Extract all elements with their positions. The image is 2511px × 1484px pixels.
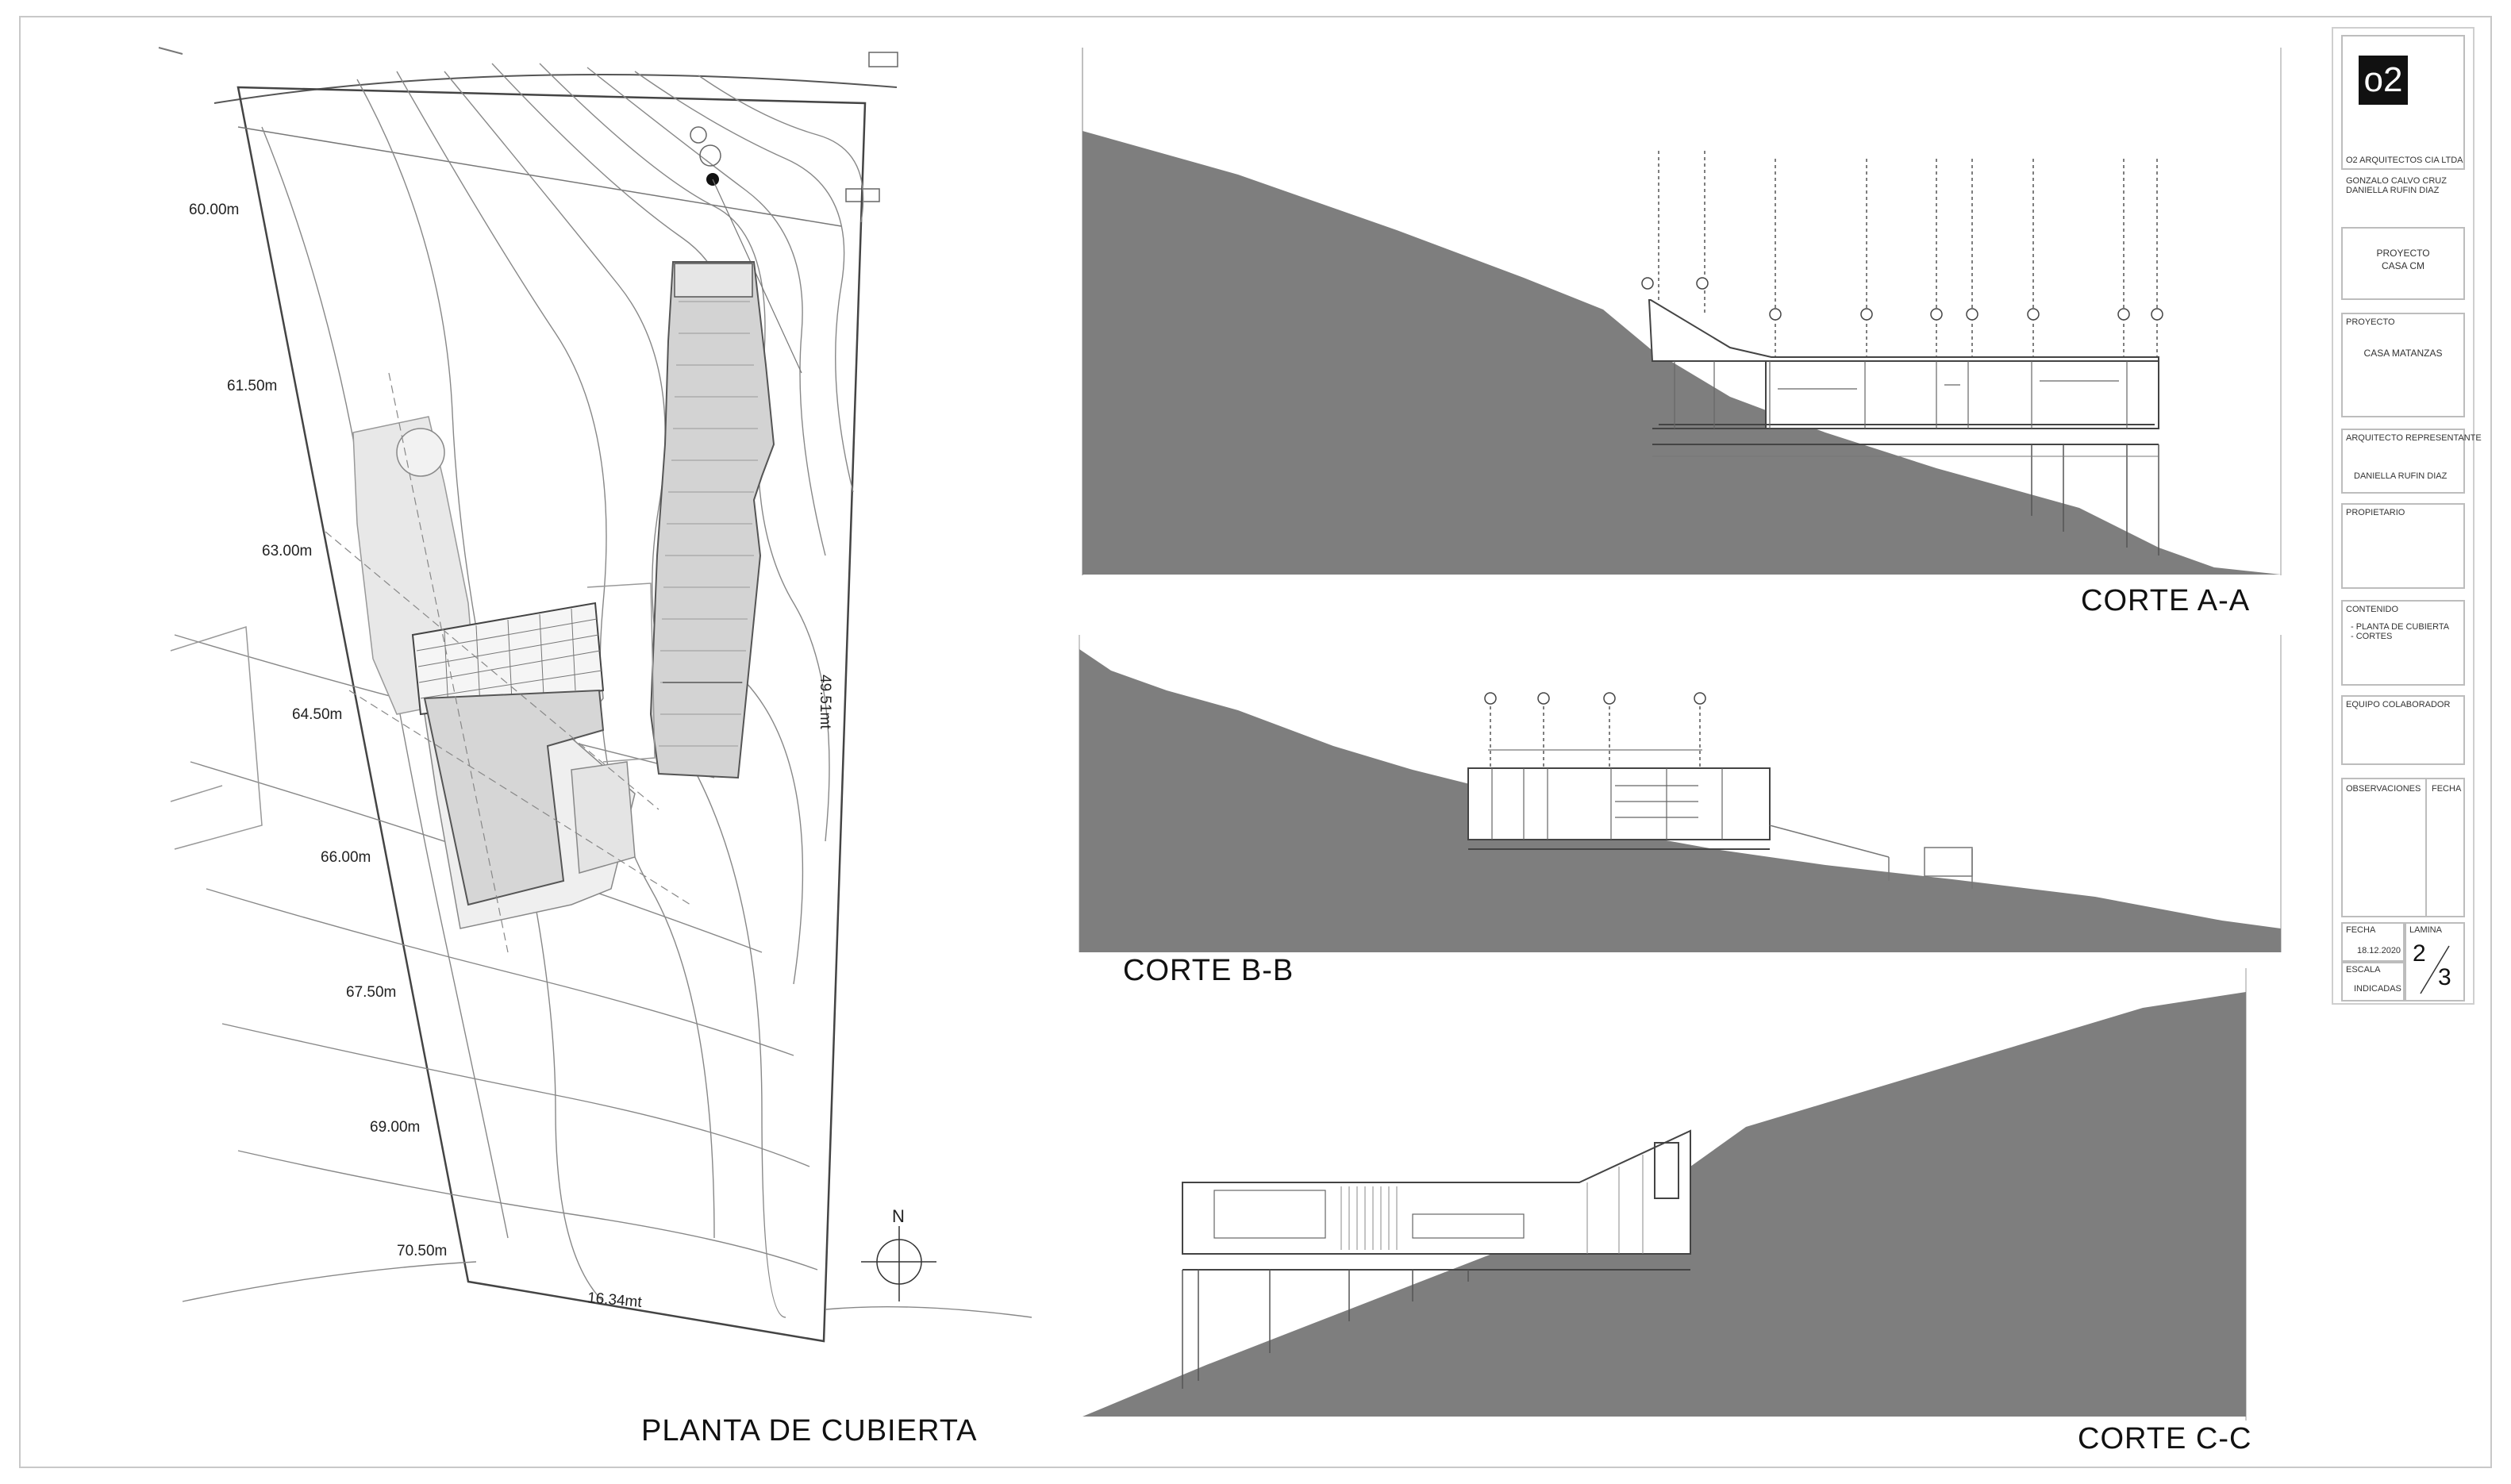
site-plan	[158, 47, 1032, 1343]
project-value: CASA MATANZAS	[2363, 348, 2443, 359]
contour-elevation-label: 63.00m	[262, 543, 313, 559]
observations-date-column	[2425, 778, 2465, 917]
project-label: PROYECTO	[2346, 317, 2395, 327]
contour-elevation-label: 66.00m	[321, 849, 371, 866]
consultants-cell	[2341, 695, 2465, 765]
architect-name: DANIELLA RUFIN DIAZ	[2346, 186, 2440, 195]
north-label: N	[892, 1206, 905, 1226]
contour-elevation-label: 61.50m	[227, 378, 278, 394]
content-label: CONTENIDO	[2346, 605, 2398, 614]
content-item: - CORTES	[2351, 632, 2393, 641]
contour-elevation-label: 67.50m	[346, 984, 397, 1001]
house-secondary-volume	[352, 416, 656, 929]
section-b-b	[1079, 635, 2282, 952]
contour-elevation-label: 70.50m	[397, 1243, 448, 1259]
sheet-number: 2	[2413, 940, 2426, 967]
sheet-divider	[2420, 945, 2450, 994]
representative-value: DANIELLA RUFIN DIAZ	[2354, 471, 2448, 481]
firm-logo: o2	[2359, 56, 2408, 105]
project-name: CASA CM	[2381, 260, 2424, 271]
scale-cell	[2341, 962, 2405, 1002]
section-b-title: CORTE B-B	[1123, 954, 1294, 987]
section-c-c	[1082, 968, 2247, 1421]
contour-elevation-label: 64.50m	[292, 706, 343, 723]
scale-value: INDICADAS	[2354, 984, 2401, 994]
house-long-volume	[649, 261, 775, 779]
project-cell	[2341, 227, 2465, 300]
date-label: FECHA	[2346, 925, 2376, 935]
terrain-section-b	[1079, 649, 2281, 952]
sheet-cell	[2405, 922, 2465, 1002]
owner-label: PROPIETARIO	[2346, 508, 2405, 517]
date-value: 18.12.2020	[2357, 946, 2401, 955]
content-item: - PLANTA DE CUBIERTA	[2351, 622, 2450, 632]
architect-name: GONZALO CALVO CRUZ	[2346, 176, 2447, 186]
contour-elevation-label: 60.00m	[189, 202, 240, 218]
project-header: PROYECTO	[2376, 248, 2430, 259]
observations-date-label: FECHA	[2432, 784, 2462, 794]
date-cell	[2341, 922, 2405, 962]
contour-elevation-label: 69.00m	[370, 1119, 421, 1136]
north-arrow	[861, 1226, 936, 1301]
sheet-total: 3	[2438, 964, 2451, 990]
section-a-a	[1082, 48, 2282, 575]
representative-label: ARQUITECTO REPRESENTANTE	[2346, 433, 2482, 443]
section-a-title: CORTE A-A	[2081, 584, 2251, 617]
firm-name: O2 ARQUITECTOS CIA LTDA	[2346, 156, 2463, 165]
project-detail-cell	[2341, 313, 2465, 417]
drawing-sheet-border	[19, 16, 2492, 1468]
dimension-side: 49.51mt	[817, 675, 833, 729]
scale-label: ESCALA	[2346, 965, 2381, 975]
sheet-label: LAMINA	[2409, 925, 2442, 935]
terrain-section-a	[1082, 131, 2281, 575]
content-cell	[2341, 600, 2465, 686]
representative-cell	[2341, 429, 2465, 494]
plan-title: PLANTA DE CUBIERTA	[641, 1414, 978, 1447]
lot-boundary	[236, 86, 867, 1343]
observations-label: OBSERVACIONES	[2346, 784, 2421, 794]
owner-cell	[2341, 503, 2465, 589]
section-c-title: CORTE C-C	[2078, 1422, 2252, 1455]
consultants-label: EQUIPO COLABORADOR	[2346, 700, 2451, 709]
